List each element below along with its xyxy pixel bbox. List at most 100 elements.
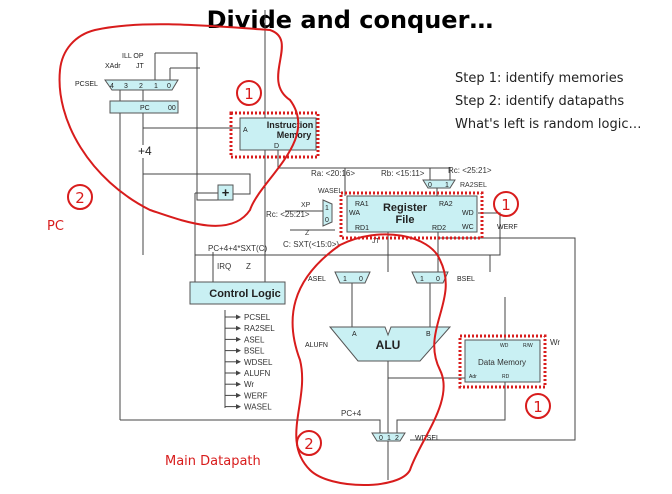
control-output-wdsel: WDSEL xyxy=(244,358,273,367)
asel-mux xyxy=(334,271,371,284)
mux-port: 2 xyxy=(139,83,143,90)
irq-label: IRQ xyxy=(217,262,231,271)
control-output-werf: WERF xyxy=(244,391,268,400)
mux-port: 0 xyxy=(428,182,432,189)
pc-register xyxy=(109,100,179,114)
pcsel-label: PCSEL xyxy=(75,81,98,88)
ra-field: Ra: <20:16> xyxy=(311,169,355,178)
marker-2-datapath: 2 xyxy=(296,430,322,456)
mux-port: 0 xyxy=(379,435,383,442)
mux-port: 2 xyxy=(395,435,399,442)
svg-text:2: 2 xyxy=(75,189,85,207)
control-output-alufn: ALUFN xyxy=(244,369,270,378)
alu-label: ALU xyxy=(376,338,401,352)
data-memory xyxy=(464,339,541,383)
z-input-label: Z xyxy=(246,262,251,271)
control-output-wasel: WASEL xyxy=(244,403,272,412)
step-2: Step 2: identify datapaths xyxy=(455,94,624,109)
imem-port-d: D xyxy=(274,143,279,150)
svg-text:2: 2 xyxy=(304,435,314,453)
memory-highlight xyxy=(229,111,320,159)
port-wc: WC xyxy=(462,224,474,231)
mux-port: 1 xyxy=(420,276,424,283)
illop-label: ILL OP xyxy=(122,53,144,60)
svg-text:1: 1 xyxy=(501,196,511,214)
pcsel-mux xyxy=(104,79,179,91)
step-3: What's left is random logic… xyxy=(455,117,641,132)
alu-port-b: B xyxy=(426,331,431,338)
imem-port-a: A xyxy=(243,127,248,134)
bsel-label: BSEL xyxy=(457,276,475,283)
pc-region-outline xyxy=(58,23,300,227)
wasel-mux xyxy=(322,199,333,227)
regfile-title-2: File xyxy=(396,214,415,226)
alu-port-a: A xyxy=(352,331,357,338)
slide-title: Divide and conquer… xyxy=(207,6,494,34)
imem-title-2: Memory xyxy=(277,130,312,140)
mux-port: 4 xyxy=(110,83,114,90)
instruction-memory xyxy=(239,117,317,151)
bsel-mux xyxy=(411,271,449,284)
mux-port: 0 xyxy=(167,83,171,90)
datapath-region-outline xyxy=(291,233,447,486)
data-memory-title: Data Memory xyxy=(478,358,526,367)
dmem-port-adr: Adr xyxy=(469,374,477,380)
control-output-ra2sel: RA2SEL xyxy=(244,324,275,333)
rc-field-left: Rc: <25:21> xyxy=(266,210,310,219)
dmem-port-wd: WD xyxy=(500,343,509,349)
branch-adder xyxy=(217,184,234,201)
marker-2-pc: 2 xyxy=(67,184,93,210)
wires xyxy=(119,10,576,480)
mux-port: 1 xyxy=(387,435,391,442)
marker-1-regfile: 1 xyxy=(493,191,519,217)
werf-label: WERF xyxy=(497,224,518,231)
port-ra1: RA1 xyxy=(355,201,369,208)
wr-label: Wr xyxy=(550,338,560,347)
wasel-label: WASEL xyxy=(318,188,342,195)
wdsel-mux xyxy=(371,432,406,442)
ra2sel-label: RA2SEL xyxy=(460,182,487,189)
control-logic xyxy=(189,281,286,305)
dmem-port-rw: R/W xyxy=(523,343,533,349)
asel-label: ASEL xyxy=(308,276,326,283)
increment-4: +4 xyxy=(138,144,152,158)
control-output-pcsel: PCSEL xyxy=(244,313,271,322)
mux-port: 1 xyxy=(445,182,449,189)
port-rd2: RD2 xyxy=(432,225,446,232)
alu xyxy=(328,326,452,362)
mux-port: 0 xyxy=(436,276,440,283)
mux-port: 0 xyxy=(359,276,363,283)
z-label: Z xyxy=(305,230,310,237)
port-ra2: RA2 xyxy=(439,201,453,208)
control-output-asel: ASEL xyxy=(244,335,265,344)
mux-port: 0 xyxy=(325,217,329,224)
control-output-wr: Wr xyxy=(244,380,254,389)
branch-target-label: PC+4+4*SXT(C) xyxy=(208,244,267,253)
dmem-port-rd: RD xyxy=(502,374,510,380)
pc-register-label: PC xyxy=(140,105,150,112)
adder-label: + xyxy=(222,185,230,200)
pc-register-side: 00 xyxy=(168,105,176,112)
mux-port: 1 xyxy=(343,276,347,283)
rb-field: Rb: <15:11> xyxy=(381,169,425,178)
alufn-label: ALUFN xyxy=(305,342,328,349)
rc-field-top: Rc: <25:21> xyxy=(448,166,492,175)
pc4-label: PC+4 xyxy=(341,409,362,418)
register-file xyxy=(346,195,478,233)
c-sxt-label: C: SXT(<15:0>) xyxy=(283,240,339,249)
main-datapath-annotation: Main Datapath xyxy=(165,454,261,469)
regfile-title: Register xyxy=(383,202,428,214)
port-wa: WA xyxy=(349,210,360,217)
port-rd1: RD1 xyxy=(355,225,369,232)
mux-port: 1 xyxy=(325,205,329,212)
jt-label: JT xyxy=(136,63,145,70)
mux-port: 1 xyxy=(154,83,158,90)
port-wd: WD xyxy=(462,210,474,217)
pc-annotation: PC xyxy=(47,219,64,234)
wdsel-label: WDSEL xyxy=(415,435,440,442)
marker-1-dmem: 1 xyxy=(525,393,551,419)
xadr-label: XAdr xyxy=(105,63,121,70)
